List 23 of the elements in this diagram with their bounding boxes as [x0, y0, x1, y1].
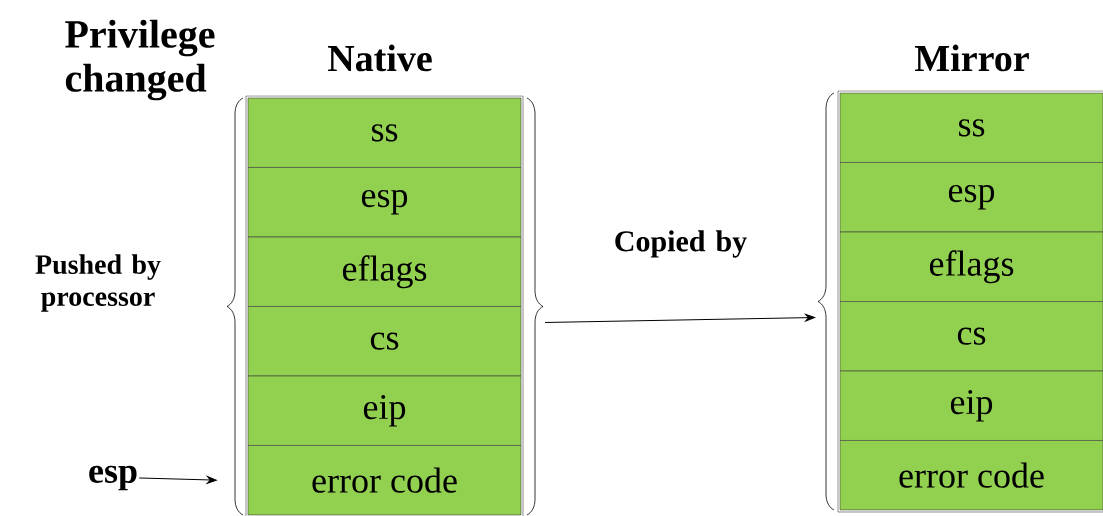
stack-cell: eip: [839, 370, 1103, 441]
node-label: eip: [950, 390, 993, 422]
side-label: Pushed by processor: [35, 254, 161, 312]
arrow: [544, 313, 816, 323]
arrow: [138, 476, 217, 484]
stack-cell: esp: [247, 167, 522, 238]
stack-cell: error code: [247, 445, 522, 516]
stack-cell: ss: [839, 92, 1103, 163]
register-label: esp: [89, 465, 137, 491]
stack-heading: Native: [327, 44, 432, 72]
side-label: Privilege changed: [65, 19, 215, 101]
stack-cell: error code: [839, 440, 1103, 511]
stack-cell: cs: [247, 306, 522, 377]
edge-label: Copied by: [615, 230, 747, 258]
stack-cell: ss: [247, 97, 522, 168]
stack-cell: eflags: [247, 236, 522, 307]
stack-heading: Mirror: [915, 44, 1029, 72]
stack-cell: cs: [839, 301, 1103, 372]
stack-cell: esp: [839, 162, 1103, 233]
node-label: eflags: [929, 250, 1014, 284]
stack-cell: eip: [247, 375, 522, 446]
stack-cell: eflags: [839, 231, 1103, 302]
node-label: ss: [958, 119, 985, 137]
